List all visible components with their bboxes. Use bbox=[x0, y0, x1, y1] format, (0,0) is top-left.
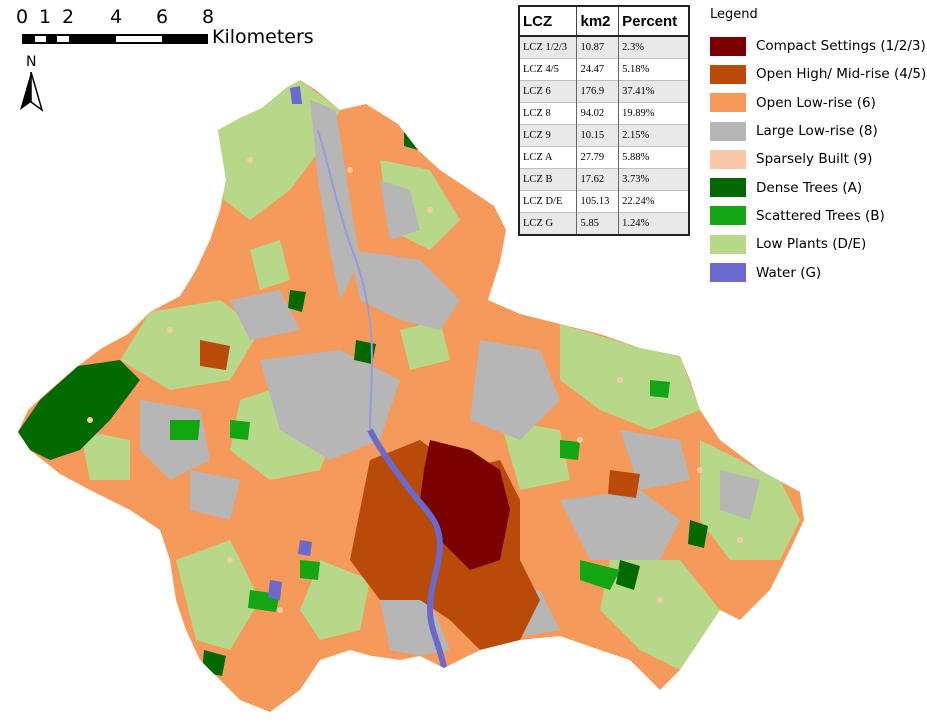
scale-tick-label: 4 bbox=[109, 6, 123, 28]
legend-swatch bbox=[710, 36, 746, 56]
table-cell: 5.85 bbox=[576, 212, 620, 235]
legend-label: Water (G) bbox=[756, 264, 822, 281]
legend-swatch bbox=[710, 178, 746, 198]
column-header: Percent bbox=[618, 6, 689, 37]
table-cell: LCZ G bbox=[519, 212, 578, 235]
scale-bar-graphic bbox=[22, 34, 208, 44]
table-row: LCZ 6 176.9 37.41% bbox=[519, 80, 689, 103]
legend-item: Dense Trees (A) bbox=[710, 173, 925, 201]
table-row: LCZ 4/5 24.47 5.18% bbox=[519, 58, 689, 81]
legend-title: Legend bbox=[710, 7, 758, 22]
table-cell: LCZ 1/2/3 bbox=[519, 35, 578, 59]
table-row: LCZ 8 94.02 19.89% bbox=[519, 102, 689, 125]
legend-item: Sparsely Built (9) bbox=[710, 145, 925, 173]
north-arrow: N bbox=[18, 54, 48, 112]
legend-item: Water (G) bbox=[710, 258, 925, 286]
table-cell: 17.62 bbox=[576, 168, 620, 191]
table-cell: 22.24% bbox=[618, 190, 689, 213]
legend-swatch bbox=[710, 121, 746, 141]
legend-swatch bbox=[710, 64, 746, 84]
scale-unit-label: Kilometers bbox=[212, 26, 314, 48]
column-header: km2 bbox=[576, 6, 620, 37]
legend-swatch bbox=[710, 149, 746, 169]
table-cell: LCZ 6 bbox=[519, 80, 578, 103]
map-legend: Legend Compact Settings (1/2/3) Open High… bbox=[710, 6, 927, 287]
legend-item: Low Plants (D/E) bbox=[710, 230, 925, 258]
table-row: LCZ B 17.62 3.73% bbox=[519, 168, 689, 191]
legend-label: Large Low-rise (8) bbox=[756, 123, 878, 140]
legend-swatch bbox=[710, 263, 746, 283]
legend-swatch bbox=[710, 93, 746, 113]
table-cell: LCZ D/E bbox=[519, 190, 578, 213]
legend-swatch bbox=[710, 234, 746, 254]
table-cell: 2.3% bbox=[618, 35, 689, 59]
legend-label: Dense Trees (A) bbox=[756, 179, 863, 196]
legend-swatch bbox=[710, 206, 746, 226]
legend-label: Compact Settings (1/2/3) bbox=[756, 38, 926, 55]
table-cell: LCZ 8 bbox=[519, 102, 578, 125]
scale-tick-label: 2 bbox=[61, 6, 75, 28]
table-cell: LCZ 9 bbox=[519, 124, 578, 147]
scale-tick-label: 1 bbox=[38, 6, 52, 28]
table-row: LCZ G 5.85 1.24% bbox=[519, 212, 689, 235]
table-cell: 10.15 bbox=[576, 124, 620, 147]
table-cell: 105.13 bbox=[576, 190, 620, 213]
legend-item: Open Low-rise (6) bbox=[710, 89, 925, 117]
legend-label: Low Plants (D/E) bbox=[756, 236, 867, 253]
table-cell: 5.18% bbox=[618, 58, 689, 81]
table-cell: 37.41% bbox=[618, 80, 689, 103]
column-header: LCZ bbox=[519, 6, 578, 37]
legend-item: Scattered Trees (B) bbox=[710, 202, 925, 230]
table-cell: LCZ 4/5 bbox=[519, 58, 578, 81]
table-row: LCZ 1/2/3 10.87 2.3% bbox=[519, 35, 689, 59]
table-cell: 3.73% bbox=[618, 168, 689, 191]
scale-bar: 0 1 2 4 6 8 Kilometers bbox=[16, 6, 316, 50]
table-cell: LCZ A bbox=[519, 146, 578, 169]
north-label: N bbox=[26, 54, 37, 70]
table-header-row: LCZ km2 Percent bbox=[519, 6, 689, 37]
scale-tick-label: 0 bbox=[15, 6, 29, 28]
lcz-area-table: LCZ km2 Percent LCZ 1/2/3 10.87 2.3% LCZ… bbox=[518, 5, 690, 236]
scale-tick-label: 6 bbox=[155, 6, 169, 28]
table-cell: 176.9 bbox=[576, 80, 620, 103]
table-row: LCZ D/E 105.13 22.24% bbox=[519, 190, 689, 213]
legend-label: Open High/ Mid-rise (4/5) bbox=[756, 66, 927, 83]
table-cell: 2.15% bbox=[618, 124, 689, 147]
table-cell: 27.79 bbox=[576, 146, 620, 169]
north-arrow-icon bbox=[20, 72, 44, 112]
legend-label: Open Low-rise (6) bbox=[756, 94, 876, 111]
legend-item: Open High/ Mid-rise (4/5) bbox=[710, 60, 927, 88]
legend-label: Sparsely Built (9) bbox=[756, 151, 873, 168]
table-cell: 5.88% bbox=[618, 146, 689, 169]
legend-item: Large Low-rise (8) bbox=[710, 117, 925, 145]
table-cell: 24.47 bbox=[576, 58, 620, 81]
table-cell: 1.24% bbox=[618, 212, 689, 235]
table-row: LCZ A 27.79 5.88% bbox=[519, 146, 689, 169]
table-row: LCZ 9 10.15 2.15% bbox=[519, 124, 689, 147]
legend-label: Scattered Trees (B) bbox=[756, 207, 885, 224]
scale-tick-label: 8 bbox=[201, 6, 215, 28]
table-cell: 19.89% bbox=[618, 102, 689, 125]
table-cell: 10.87 bbox=[576, 35, 620, 59]
legend-item: Compact Settings (1/2/3) bbox=[710, 32, 926, 60]
table-cell: 94.02 bbox=[576, 102, 620, 125]
table-cell: LCZ B bbox=[519, 168, 578, 191]
